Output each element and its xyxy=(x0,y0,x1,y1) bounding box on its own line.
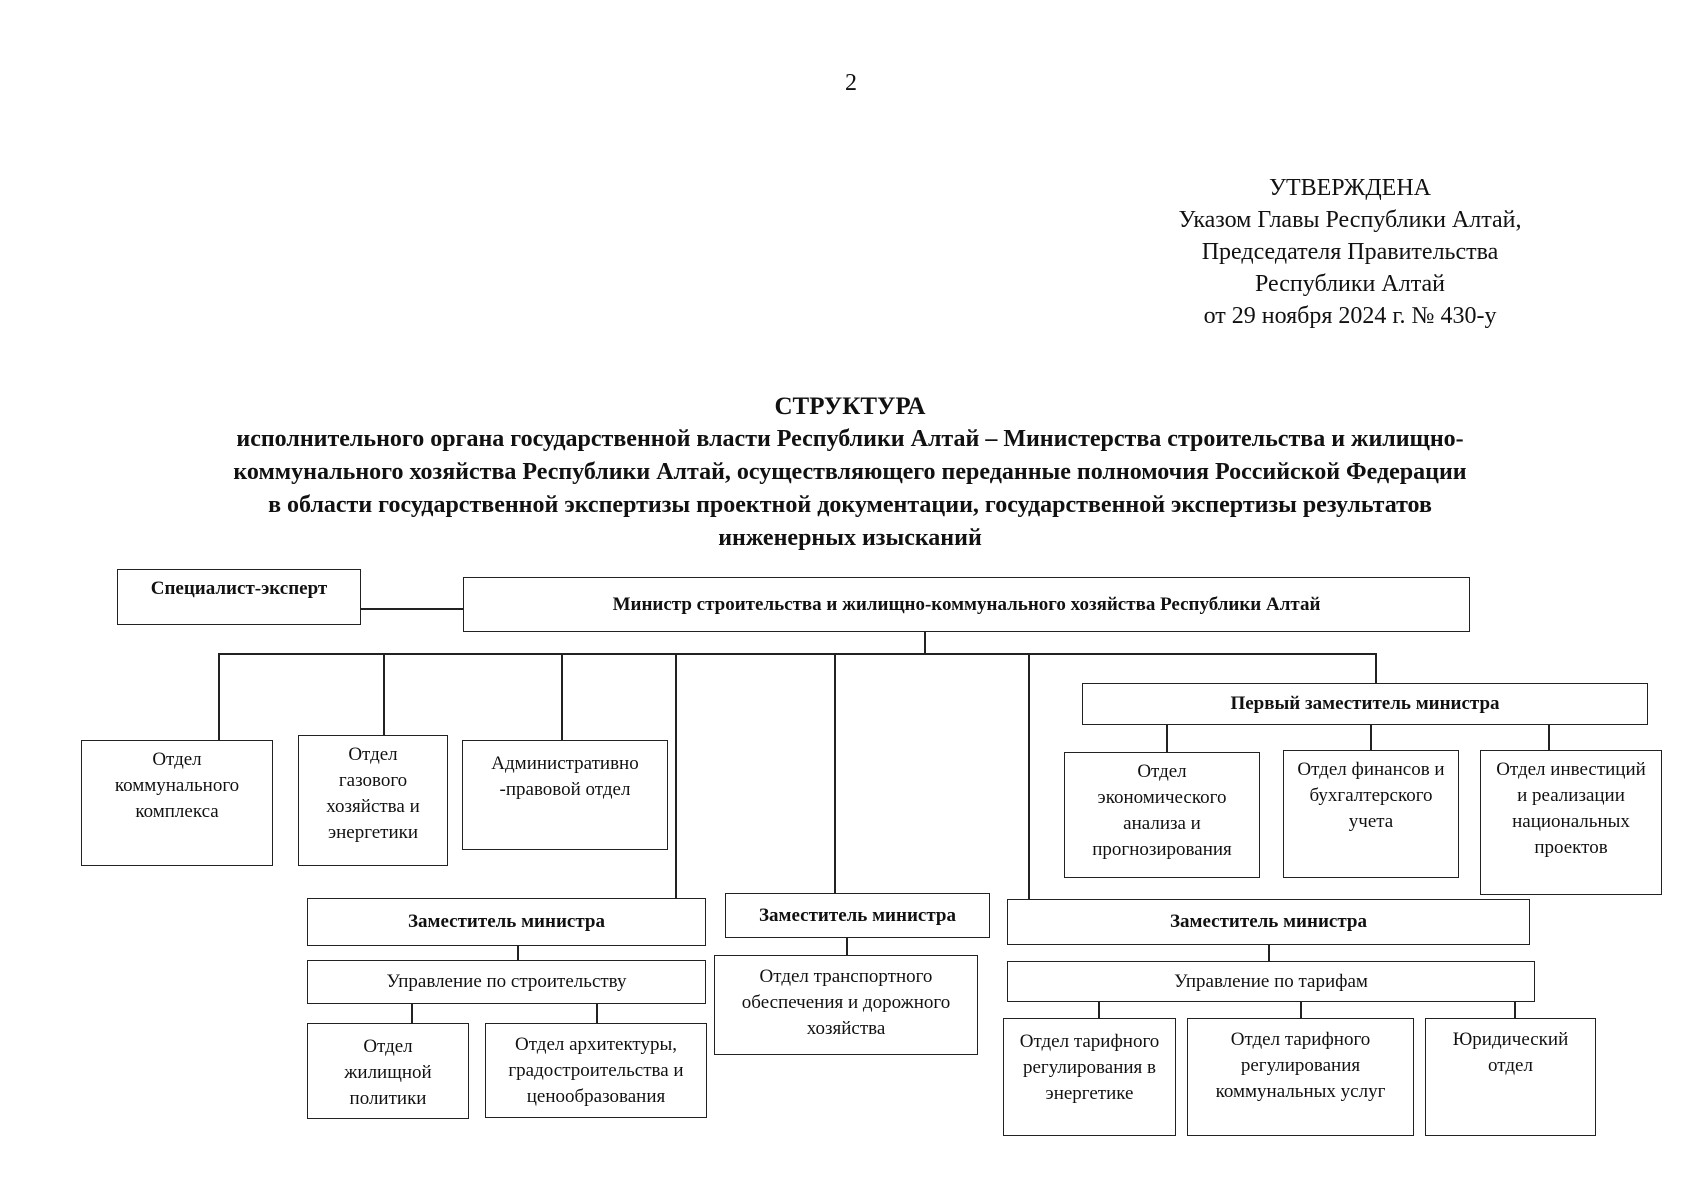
connector xyxy=(1268,945,1270,961)
approval-line: Председателя Правительства xyxy=(1201,239,1499,265)
box-dept-legal: Юридический отдел xyxy=(1425,1018,1596,1136)
connector xyxy=(1300,1002,1302,1018)
connector xyxy=(1375,653,1377,683)
connector xyxy=(1514,1002,1516,1018)
connector xyxy=(218,653,1376,655)
approval-stamp: УТВЕРЖДЕНА Указом Главы Республики Алтай… xyxy=(1130,172,1570,332)
connector xyxy=(846,938,848,955)
box-dept-tariff-communal: Отдел тарифного регулирования коммунальн… xyxy=(1187,1018,1414,1136)
connector xyxy=(675,653,677,898)
box-dept-economic: Отдел экономического анализа и прогнозир… xyxy=(1064,752,1260,878)
page-number: 2 xyxy=(845,70,857,96)
box-dept-tariff-energy: Отдел тарифного регулирования в энергети… xyxy=(1003,1018,1176,1136)
title-line: инженерных изысканий xyxy=(718,525,982,551)
connector xyxy=(218,653,220,740)
box-label: Первый заместитель министра xyxy=(1230,693,1500,714)
box-dept-housing: Отдел жилищной политики xyxy=(307,1023,469,1119)
connector xyxy=(834,653,836,893)
box-dept-admin: Административно -правовой отдел xyxy=(462,740,668,850)
box-mgmt-construction: Управление по строительству xyxy=(307,960,706,1004)
box-label: Отдел инвестиций и реализации национальн… xyxy=(1496,759,1646,858)
box-label: Отдел экономического анализа и прогнозир… xyxy=(1092,761,1232,860)
box-label: Отдел жилищной политики xyxy=(344,1036,432,1109)
title-line: в области государственной экспертизы про… xyxy=(268,492,1432,518)
box-label: Отдел газового хозяйства и энергетики xyxy=(326,744,420,843)
box-first-deputy: Первый заместитель министра xyxy=(1082,683,1648,725)
box-label: Заместитель министра xyxy=(1170,911,1367,932)
approval-line: Указом Главы Республики Алтай, xyxy=(1178,207,1522,233)
box-label: Заместитель министра xyxy=(759,904,956,926)
box-dept-gas: Отдел газового хозяйства и энергетики xyxy=(298,735,448,866)
box-label: Отдел архитектуры, градостроительства и … xyxy=(508,1034,684,1107)
connector xyxy=(596,1004,598,1023)
box-minister: Министр строительства и жилищно-коммунал… xyxy=(463,577,1470,632)
box-dept-transport: Отдел транспортного обеспечения и дорожн… xyxy=(714,955,978,1055)
connector xyxy=(383,653,385,735)
connector xyxy=(924,632,926,655)
connector xyxy=(561,653,563,740)
box-label: Отдел финансов и бухгалтерского учета xyxy=(1297,759,1445,832)
title-line: коммунального хозяйства Республики Алтай… xyxy=(233,459,1467,485)
connector xyxy=(1028,653,1030,899)
connector xyxy=(361,608,463,610)
box-label: Отдел коммунального комплекса xyxy=(114,749,240,822)
box-mgmt-tariffs: Управление по тарифам xyxy=(1007,961,1535,1002)
box-dept-invest: Отдел инвестиций и реализации национальн… xyxy=(1480,750,1662,895)
box-label: Управление по строительству xyxy=(386,971,627,992)
box-dept-architecture: Отдел архитектуры, градостроительства и … xyxy=(485,1023,707,1118)
box-dept-communal: Отдел коммунального комплекса xyxy=(81,740,273,866)
connector xyxy=(411,1004,413,1023)
approval-line: УТВЕРЖДЕНА xyxy=(1268,175,1432,201)
box-label: Заместитель министра xyxy=(408,911,605,932)
box-label: Отдел тарифного регулирования в энергети… xyxy=(1019,1031,1160,1104)
box-dept-finance: Отдел финансов и бухгалтерского учета xyxy=(1283,750,1459,878)
connector xyxy=(517,946,519,960)
connector xyxy=(1098,1002,1100,1018)
box-deputy-right: Заместитель министра xyxy=(1007,899,1530,945)
box-label: Управление по тарифам xyxy=(1174,970,1368,992)
box-deputy-left: Заместитель министра xyxy=(307,898,706,946)
approval-line: Республики Алтай xyxy=(1255,271,1445,297)
title-heading: СТРУКТУРА xyxy=(774,393,926,420)
approval-line: от 29 ноября 2024 г. № 430-у xyxy=(1203,303,1497,329)
box-label: Министр строительства и жилищно-коммунал… xyxy=(612,593,1321,615)
box-label: Специалист-эксперт xyxy=(150,578,328,599)
box-label: Административно -правовой отдел xyxy=(491,753,639,800)
connector xyxy=(1548,724,1550,750)
connector xyxy=(1166,724,1168,752)
box-label: Отдел транспортного обеспечения и дорожн… xyxy=(741,966,951,1039)
box-label: Отдел тарифного регулирования коммунальн… xyxy=(1215,1029,1386,1102)
title-line: исполнительного органа государственной в… xyxy=(236,426,1464,452)
box-specialist: Специалист-эксперт xyxy=(117,569,361,625)
connector xyxy=(1370,724,1372,750)
document-title: СТРУКТУРА исполнительного органа государ… xyxy=(80,390,1620,555)
box-deputy-center: Заместитель министра xyxy=(725,893,990,938)
box-label: Юридический отдел xyxy=(1452,1029,1569,1076)
